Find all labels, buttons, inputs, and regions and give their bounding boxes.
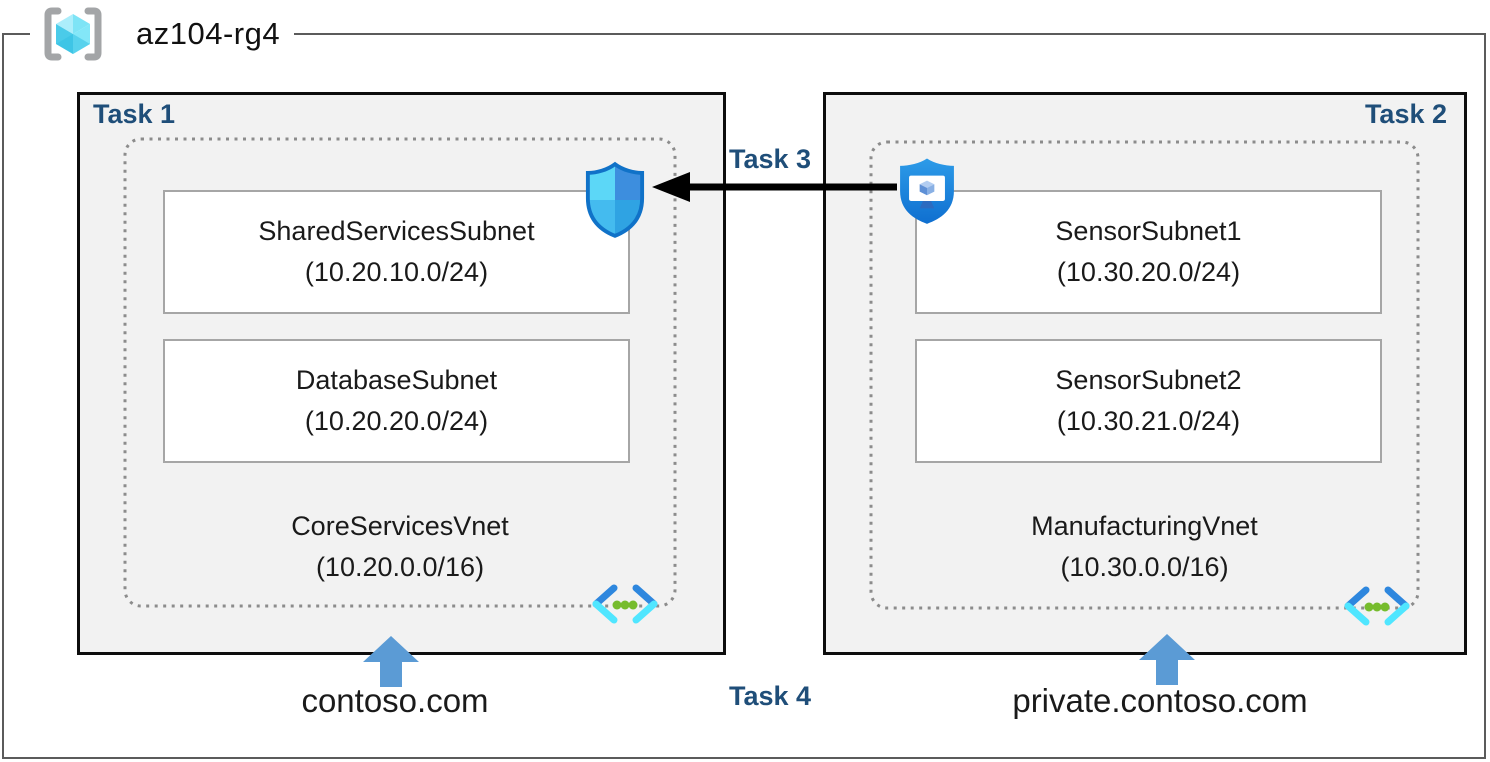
subnet-prefix: (10.20.20.0/24) — [304, 406, 489, 436]
vnet-manufacturing-boundary — [869, 140, 1420, 610]
bastion-shield-icon — [900, 158, 954, 224]
up-arrow-icon — [363, 636, 419, 687]
resource-group-frame-gap — [30, 29, 294, 39]
resource-group-label: az104-rg4 — [136, 16, 281, 51]
resource-group-frame — [2, 33, 1486, 759]
subnet-sensor2: SensorSubnet2 (10.30.21.0/24) — [915, 339, 1382, 463]
subnet-name: SensorSubnet1 — [1055, 216, 1242, 246]
vnet-name: CoreServicesVnet — [291, 511, 509, 541]
peering-arrow — [652, 172, 897, 202]
resource-group-icon — [44, 7, 102, 61]
up-arrow-icon — [1139, 634, 1195, 685]
task2-label: Task 2 — [1364, 99, 1447, 129]
subnet-prefix: (10.30.20.0/24) — [1056, 257, 1241, 287]
subnet-sharedservices: SharedServicesSubnet (10.20.10.0/24) — [163, 190, 630, 314]
vnet-name: ManufacturingVnet — [1031, 511, 1258, 541]
virtual-network-icon — [1344, 586, 1410, 626]
subnet-database: DatabaseSubnet (10.20.20.0/24) — [163, 339, 630, 463]
task4-label: Task 4 — [728, 681, 812, 711]
subnet-prefix: (10.20.10.0/24) — [304, 257, 489, 287]
vnet-address-space: (10.20.0.0/16) — [315, 552, 485, 582]
network-security-group-icon — [585, 161, 645, 238]
vnet-coreservices-label: CoreServicesVnet (10.20.0.0/16) — [123, 506, 677, 588]
subnet-name: SensorSubnet2 — [1055, 365, 1242, 395]
virtual-network-icon — [592, 584, 658, 624]
subnet-name: SharedServicesSubnet — [258, 216, 535, 246]
subnet-name: DatabaseSubnet — [295, 365, 498, 395]
task3-label: Task 3 — [728, 144, 812, 174]
vnet-address-space: (10.30.0.0/16) — [1060, 552, 1229, 582]
vnet-manufacturing-label: ManufacturingVnet (10.30.0.0/16) — [869, 506, 1420, 588]
subnet-prefix: (10.30.21.0/24) — [1056, 406, 1241, 436]
subnet-sensor1: SensorSubnet1 (10.30.20.0/24) — [915, 190, 1382, 314]
task1-label: Task 1 — [93, 99, 176, 129]
dns-zone-contoso-label: contoso.com — [301, 682, 489, 719]
dns-zone-private-contoso-label: private.contoso.com — [1012, 682, 1308, 719]
